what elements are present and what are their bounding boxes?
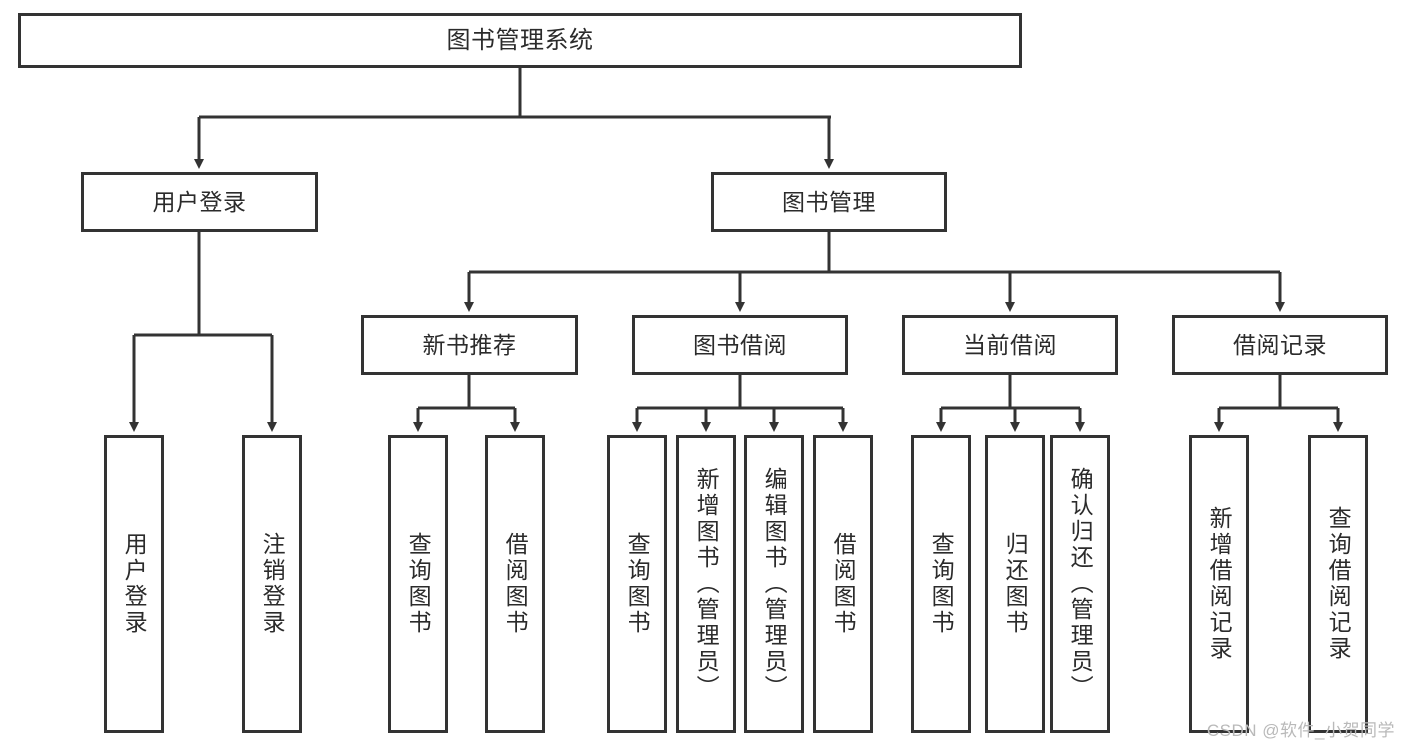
leaf-user-logout-action[interactable]: 注销登录 <box>242 435 302 733</box>
leaf-add-book-admin-label: 新增图书（管理员） <box>693 467 720 701</box>
node-book-management-label: 图书管理 <box>782 188 876 215</box>
leaf-borrow-book-recommend[interactable]: 借阅图书 <box>485 435 545 733</box>
leaf-add-borrow-record[interactable]: 新增借阅记录 <box>1189 435 1249 733</box>
node-root-label: 图书管理系统 <box>446 26 594 54</box>
leaf-query-borrow-record[interactable]: 查询借阅记录 <box>1308 435 1368 733</box>
leaf-add-borrow-record-label: 新增借阅记录 <box>1206 506 1233 662</box>
leaf-query-book-recommend-label: 查询图书 <box>405 532 432 636</box>
leaf-query-book-borrow[interactable]: 查询图书 <box>607 435 667 733</box>
node-borrow-record[interactable]: 借阅记录 <box>1172 315 1388 375</box>
leaf-user-login-action-label: 用户登录 <box>121 532 148 636</box>
leaf-return-book[interactable]: 归还图书 <box>985 435 1045 733</box>
leaf-query-book-current-label: 查询图书 <box>928 532 955 636</box>
leaf-borrow-book-recommend-label: 借阅图书 <box>502 532 529 636</box>
node-book-borrow-label: 图书借阅 <box>693 331 787 358</box>
node-borrow-record-label: 借阅记录 <box>1233 331 1327 358</box>
leaf-query-book-recommend[interactable]: 查询图书 <box>388 435 448 733</box>
leaf-edit-book-admin-label: 编辑图书（管理员） <box>761 467 788 701</box>
leaf-borrow-book-action-label: 借阅图书 <box>830 532 857 636</box>
leaf-confirm-return-admin[interactable]: 确认归还（管理员） <box>1050 435 1110 733</box>
leaf-query-borrow-record-label: 查询借阅记录 <box>1325 506 1352 662</box>
leaf-confirm-return-admin-label: 确认归还（管理员） <box>1067 467 1094 701</box>
watermark-text: CSDN @软件_小贺同学 <box>1206 721 1395 740</box>
leaf-query-book-current[interactable]: 查询图书 <box>911 435 971 733</box>
node-new-book-recommend-label: 新书推荐 <box>422 331 517 358</box>
node-book-borrow[interactable]: 图书借阅 <box>632 315 848 375</box>
leaf-user-logout-action-label: 注销登录 <box>259 532 286 636</box>
node-root[interactable]: 图书管理系统 <box>18 13 1022 68</box>
node-book-management[interactable]: 图书管理 <box>711 172 947 232</box>
node-user-login[interactable]: 用户登录 <box>81 172 318 232</box>
leaf-add-book-admin[interactable]: 新增图书（管理员） <box>676 435 736 733</box>
leaf-return-book-label: 归还图书 <box>1002 532 1029 636</box>
leaf-user-login-action[interactable]: 用户登录 <box>104 435 164 733</box>
leaf-borrow-book-action[interactable]: 借阅图书 <box>813 435 873 733</box>
node-user-login-label: 用户登录 <box>152 188 247 215</box>
leaf-query-book-borrow-label: 查询图书 <box>624 532 651 636</box>
node-new-book-recommend[interactable]: 新书推荐 <box>361 315 578 375</box>
leaf-edit-book-admin[interactable]: 编辑图书（管理员） <box>744 435 804 733</box>
node-current-borrow-label: 当前借阅 <box>963 331 1057 358</box>
node-current-borrow[interactable]: 当前借阅 <box>902 315 1118 375</box>
